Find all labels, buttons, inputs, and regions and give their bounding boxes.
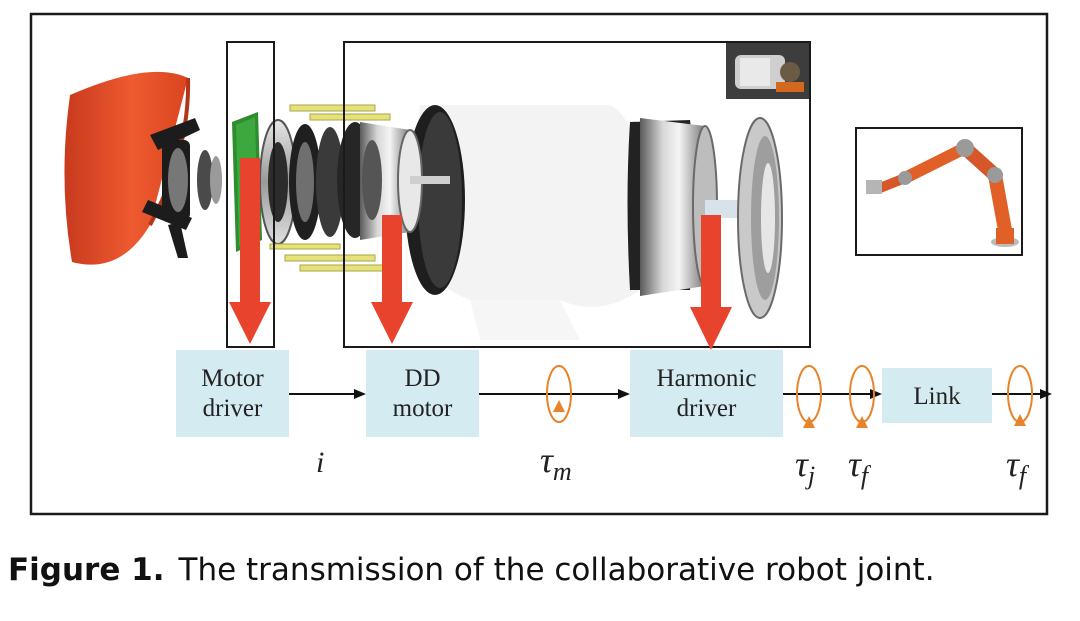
tau-subscript-m: m [553,457,572,486]
block-motor-driver-line1: Motor [201,365,264,392]
red-arrow-harmonic-driver-head [690,307,732,350]
block-harmonic-driver: Harmonic driver [630,350,783,437]
tau-symbol: τ [1006,444,1020,484]
motor-driver-component-box [226,41,275,348]
torque-rotation-icon-j [796,365,822,428]
block-motor-driver: Motor driver [176,350,289,437]
signal-friction-torque-label: τf [848,444,872,490]
torque-rotation-icon-f1 [849,365,875,428]
figure-caption-text: The transmission of the collaborative ro… [178,552,935,588]
tau-subscript-f: f [1019,461,1030,490]
tau-symbol: τ [848,444,862,484]
torque-rotation-icon-f2 [1007,365,1033,426]
signal-motor-torque-label: τm [540,440,572,486]
block-link: Link [882,368,992,423]
block-harmonic-driver-line1: Harmonic [657,365,757,392]
figure-caption-label: Figure 1. [8,552,165,588]
tau-subscript-f: f [861,461,872,490]
actuator-component-box [343,41,811,348]
tau-symbol: τ [795,444,809,484]
torque-symbols [546,365,1033,428]
robot-arm-inset [855,127,1023,256]
block-harmonic-driver-line2: driver [677,395,737,422]
red-arrow-harmonic-driver [701,215,721,310]
tau-symbol: τ [540,440,554,480]
figure-caption: Figure 1. The transmission of the collabo… [8,552,1072,602]
red-arrow-motor-driver-head [229,302,271,344]
red-arrow-dd-motor [382,215,402,305]
signal-joint-torque-label: τj [795,444,815,490]
red-arrow-dd-motor-head [371,302,413,344]
signal-current-label: i [316,446,324,479]
exploded-joint-illustration [64,71,783,340]
block-link-label: Link [913,383,961,410]
block-dd-motor: DD motor [366,350,479,437]
red-arrows [229,158,732,350]
block-motor-driver-line2: driver [203,395,263,422]
tau-subscript-j: j [805,461,815,490]
signal-output-torque-label: τf [1006,444,1030,490]
signal-arrows [289,389,1052,399]
torque-rotation-icon-m [546,365,572,423]
red-arrow-motor-driver [240,158,260,305]
figure-frame [29,12,1049,516]
block-dd-motor-line1: DD [404,365,440,392]
motor-photo-inset [726,43,810,99]
block-dd-motor-line2: motor [393,395,453,422]
